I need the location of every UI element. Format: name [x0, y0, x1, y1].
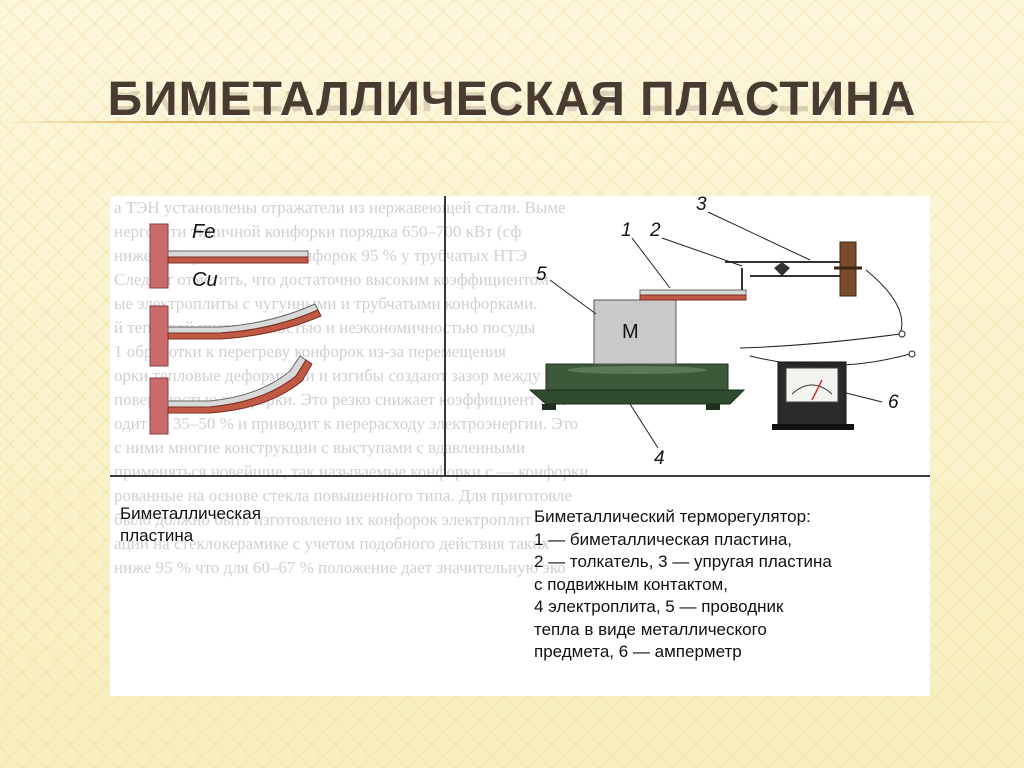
leader-1: [631, 237, 671, 289]
ammeter-scale: [791, 384, 833, 395]
mark-5: 5: [536, 264, 547, 285]
conductor-block: [593, 299, 677, 365]
stove-leg-right: [706, 404, 720, 410]
label-m: M: [622, 321, 639, 343]
background-text-line: ые электроплиты с чугунными и трубчатыми…: [114, 294, 538, 313]
background-text-line: с ними многие конструкции с выступами с …: [114, 438, 526, 457]
leader-2: [661, 237, 743, 267]
background-text-line: орки тепловые деформации и изгибы создаю…: [114, 366, 541, 385]
background-text-line: нергосети типичной конфорки порядка 650–…: [114, 222, 522, 241]
caption-right-line-1: Биметаллический терморегулятор:: [534, 507, 811, 526]
background-text-line: было должно быть изготовлено их конфорок…: [114, 510, 532, 529]
thermostat-bimetal-plate-cu: [639, 294, 747, 301]
stove-body: [528, 389, 746, 405]
bimetal-cu-strip-curved: [167, 359, 313, 414]
slide-title-reflection: БИМЕТАЛЛИЧЕСКАЯ ПЛАСТИНА: [107, 91, 917, 120]
background-text-line: одит до 35–50 % и приводит к перерасходу…: [114, 414, 579, 433]
background-text-line: ации на стеклокерамике с учетом подобног…: [114, 534, 550, 553]
terminal-2: [908, 350, 916, 358]
caption-left: Биметаллическая пластина: [120, 503, 320, 547]
leader-4: [629, 403, 659, 449]
wire-3: [749, 353, 911, 367]
label-cu: Cu: [192, 269, 218, 291]
ammeter-needle: [811, 379, 823, 401]
caption-right-line-5: 4 электроплита, 5 — проводник: [534, 597, 784, 616]
terminal-1: [898, 330, 906, 338]
caption-right: Биметаллический терморегулятор: 1 — биме…: [534, 506, 914, 664]
caption-right-line-7: предмета, 6 — амперметр: [534, 642, 742, 661]
diagram-svg: Fe Cu M: [110, 196, 930, 477]
leader-3: [707, 211, 811, 261]
leader-5: [549, 279, 597, 315]
background-text-line: рованные на основе стекла повышенного ти…: [114, 486, 573, 505]
wall-block-3: [149, 377, 169, 435]
contact-point-2: [782, 262, 790, 276]
wire-1: [739, 333, 901, 349]
mark-2: 2: [649, 220, 661, 241]
ammeter-base: [772, 424, 854, 430]
stove-highlight: [567, 366, 707, 374]
mark-3: 3: [696, 196, 707, 215]
wall-block-2: [149, 305, 169, 367]
background-text-line: ниже 95 % что для 60–67 % положение дает…: [114, 558, 566, 577]
background-text-line: а ТЭН установлены отражатели из нержавею…: [114, 198, 566, 217]
title-underline: [0, 121, 1024, 123]
bimetal-cu-strip-bent: [167, 309, 322, 340]
label-fe: Fe: [192, 221, 215, 243]
thermostat-bimetal-plate: [639, 289, 747, 296]
mark-1: 1: [621, 220, 632, 241]
stove-leg-left: [542, 404, 556, 410]
background-text-line: Следует отметить, что достаточно высоким…: [114, 270, 549, 289]
bimetal-fe-strip-straight: [167, 250, 309, 258]
background-text-line: 1 обработки к перегреву конфорок из-за п…: [114, 342, 506, 361]
mark-4: 4: [654, 448, 665, 469]
caption-left-line-1: Биметаллическая: [120, 504, 261, 523]
wall-block-1: [149, 223, 169, 289]
bimetal-fe-strip-curved: [167, 355, 307, 408]
bimetal-cu-strip-straight: [167, 256, 309, 264]
wire-2: [865, 269, 903, 335]
caption-right-line-4: с подвижным контактом,: [534, 574, 728, 594]
caption-right-line-2: 1 — биметаллическая пластина,: [534, 529, 793, 549]
caption-right-line-6: тепла в виде металлического: [534, 619, 767, 639]
figure-image: а ТЭН установлены отражатели из нержавею…: [110, 196, 930, 696]
mark-6: 6: [888, 392, 899, 413]
contact-point: [774, 262, 782, 276]
leader-6: [841, 391, 883, 403]
slide-title: БИМЕТАЛЛИЧЕСКАЯ ПЛАСТИНА: [107, 73, 917, 126]
caption-right-line-3: 2 — толкатель, 3 — упругая пластина: [534, 552, 832, 571]
caption-left-line-2: пластина: [120, 526, 194, 545]
